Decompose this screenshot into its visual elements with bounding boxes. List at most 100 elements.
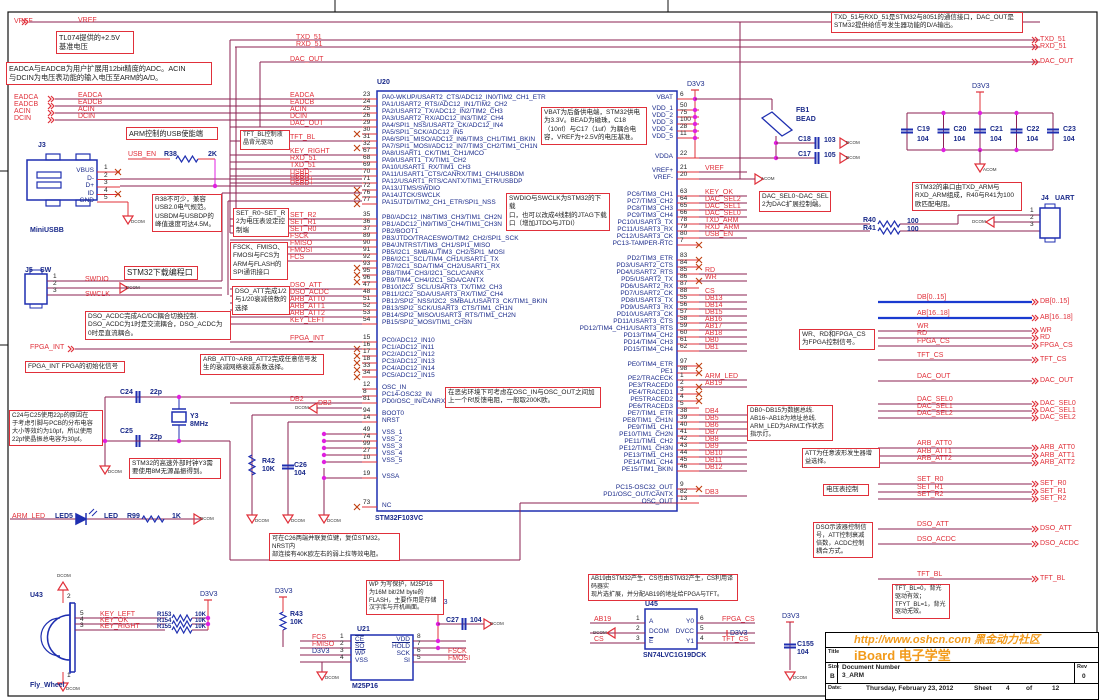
- pin-number: 6: [680, 91, 684, 98]
- note-vbat: VBAT为后备供电端，STM32供电 为3.3V。BEAD为磁珠，C18 （10…: [541, 107, 647, 145]
- net-vref: VREF: [78, 17, 97, 24]
- ground-label: DCOM: [327, 518, 341, 523]
- c24-value: 22p: [150, 389, 163, 396]
- pin-name: PA1/USART2_RTS/ADC12_IN1/TIM2_CH2: [382, 101, 508, 108]
- offpage-connector-icon: [1031, 377, 1039, 385]
- offpage-connector-icon: [1031, 459, 1039, 467]
- offpage-port-label: TXD_51: [1040, 36, 1066, 43]
- pin-number: 37: [363, 225, 371, 232]
- j4-pin-number: 2: [1030, 214, 1034, 221]
- ground-icon: [839, 151, 850, 165]
- pin-number: 4: [680, 393, 684, 400]
- u21-net: FCS: [312, 634, 326, 641]
- net-label: TFT_BL: [917, 571, 943, 578]
- pin-number: 84: [680, 259, 688, 266]
- u45-pin-number: 6: [700, 615, 704, 622]
- pin-number: 64: [680, 195, 688, 202]
- pin-number: 13: [680, 495, 688, 502]
- offpage-connector-icon: [1031, 43, 1039, 51]
- note-vref: TL074提供的+2.5V 基准电压: [56, 31, 134, 54]
- pin-name: PB3/JTDO/TRACESWO/TIM2_CH2/SPI1_SCK: [382, 235, 519, 242]
- pin-number: 96: [363, 274, 371, 281]
- net-label: DAC_OUT: [917, 373, 951, 380]
- u43-part: Fly_Wheel: [30, 682, 65, 689]
- pin-name: PD0/OSC_IN/CANRX: [382, 398, 446, 405]
- mcu-body: [376, 90, 678, 512]
- u45-pin-number: 2: [636, 625, 640, 632]
- net-label: DB11: [705, 457, 722, 464]
- ground-label: DCOM: [131, 219, 145, 224]
- pin-name: PB15/SPI2_MOSI/TIM1_CH3N: [382, 319, 472, 326]
- no-connect-marker: [353, 144, 361, 152]
- pin-number: 47: [363, 281, 371, 288]
- cap-ref: C22: [1026, 126, 1040, 133]
- u21-pin-number: 5: [417, 654, 421, 661]
- power-label: D3V3: [275, 588, 293, 595]
- pin-number: 49: [363, 426, 371, 433]
- pin-number: 90: [363, 239, 371, 246]
- pin-number: 77: [363, 196, 371, 203]
- offpage-port-label: ARB_ATT0: [1040, 444, 1075, 451]
- ground-icon: [119, 281, 130, 295]
- junction-dot: [435, 645, 441, 651]
- pin-number: 50: [680, 102, 688, 109]
- pin-number: 40: [680, 421, 688, 428]
- r43-ref: R43: [290, 611, 303, 618]
- net-label: DB2: [290, 396, 304, 403]
- pin-name: PB5/I2C1_SMBAL/TIM3_CH2/SPI1_MOSI: [382, 249, 505, 256]
- u21-pin-name: CE: [355, 636, 365, 643]
- offpage-port-label: ARB_ATT1: [1040, 452, 1075, 459]
- no-connect-marker: [353, 200, 361, 208]
- pin-number: 23: [363, 91, 371, 98]
- note-dso-acdc: DSO_ACDC完成AC/DC耦合切换控制. DSO_ACDC为1时是交流耦合，…: [85, 311, 231, 341]
- net-ab19: AB19: [594, 616, 612, 623]
- pin-name: VDDA: [654, 153, 673, 160]
- no-connect-marker: [114, 190, 122, 198]
- offpage-port-label: TFT_BL: [1040, 575, 1066, 582]
- net-label: DB8: [705, 436, 719, 443]
- net-label: ARB_ATT2: [917, 455, 952, 462]
- port-adc: EADCB: [14, 101, 39, 108]
- note-r38: R38不可少，兼容 USB2.0电气规范。 USBDM与USBDP的 峰值速度可…: [152, 194, 222, 232]
- u21-net: FMOSI: [448, 655, 471, 662]
- pin-name: PE12/TIM1_CH3N: [619, 445, 673, 452]
- title-url: http://www.oshcn.com 黑金动力社区: [854, 634, 1040, 646]
- r99-value: 1K: [172, 513, 181, 520]
- net-label: DB3: [705, 489, 719, 496]
- c17-value: 105: [824, 152, 836, 159]
- pin-number: 86: [680, 273, 688, 280]
- pin-number: 99: [363, 440, 371, 447]
- power-label: D3V3: [972, 83, 990, 90]
- r-value: 10K: [195, 624, 207, 630]
- r-ref: R154: [157, 618, 172, 624]
- led5-part: LED: [104, 513, 118, 520]
- pin-name: PC3/ADC12_IN13: [382, 358, 435, 365]
- title-text: iBoard 电子学堂: [854, 648, 951, 663]
- pin-number: 7: [680, 237, 684, 244]
- pin-name: VSSA: [382, 473, 400, 480]
- pin-number: 39: [680, 414, 688, 421]
- flash-chip-body: [350, 634, 414, 681]
- sheet-border: [7, 11, 1098, 697]
- pin-number: 20: [680, 171, 688, 178]
- ground-icon: [605, 626, 616, 640]
- offpage-connector-icon: [47, 109, 55, 117]
- pin-name: PD12/TIM4_CH1/USART3_RTS: [579, 325, 673, 332]
- offpage-connector-icon: [1031, 414, 1039, 422]
- j3-part: MiniUSBB: [30, 227, 64, 234]
- j4-part: UART: [1055, 195, 1075, 202]
- mcu-part: STM32F103VC: [375, 515, 424, 522]
- pin-name: PA10/USART1_RX/TIM1_CH3: [382, 164, 471, 171]
- no-connect-marker: [353, 359, 361, 367]
- pin-number: 89: [363, 232, 371, 239]
- no-connect-marker: [695, 369, 703, 377]
- flywheel-icon: [46, 614, 71, 661]
- led-icon: [75, 512, 88, 526]
- y3-value: 8MHz: [190, 421, 209, 428]
- note-osc: 在恶劣环境下可考虑在OSC_IN与OSC_OUT之间加 上一个Rf反馈电阻，一般…: [445, 387, 601, 408]
- offpage-port-label: DSO_ATT: [1040, 525, 1072, 532]
- net-label: TXD_51: [290, 162, 316, 169]
- pin-number: 24: [363, 98, 371, 105]
- note-swd: SWDIO与SWCLK为STM32的下载 口，也可以改成4线制的JTAG下载 口…: [506, 193, 610, 231]
- j3-pin-number: 5: [104, 194, 108, 201]
